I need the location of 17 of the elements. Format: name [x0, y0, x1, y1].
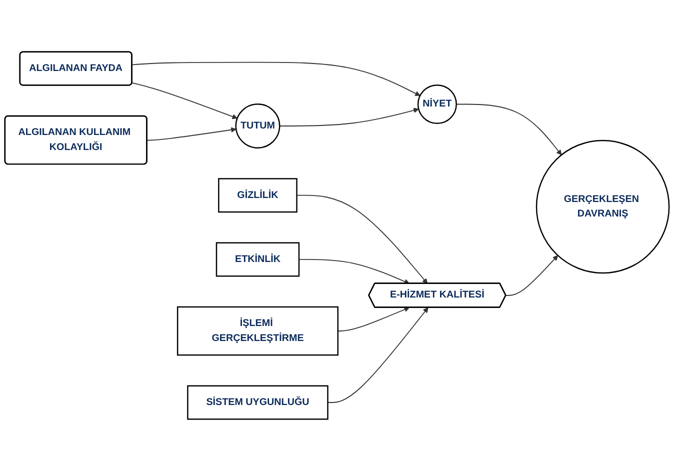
arrow — [146, 127, 236, 141]
arrow — [327, 307, 428, 403]
node-box: İŞLEMİ GERÇEKLEŞTİRME — [176, 306, 338, 356]
node-box: GİZLİLİK — [218, 178, 298, 213]
node-box: SİSTEM UYGUNLUĞU — [187, 385, 328, 420]
arrow — [337, 306, 410, 332]
arrow — [132, 82, 238, 120]
arrow — [296, 194, 428, 284]
node-circle: GERÇEKLEŞEN DAVRANIŞ — [536, 140, 670, 274]
arrow — [132, 62, 420, 96]
arrow — [298, 259, 410, 284]
arrow — [506, 255, 558, 296]
node-circle: TUTUM — [235, 103, 280, 148]
node-box: ETKİNLİK — [216, 242, 300, 277]
arrow — [279, 108, 419, 126]
arrow — [456, 104, 562, 156]
node-circle: NİYET — [417, 84, 457, 124]
